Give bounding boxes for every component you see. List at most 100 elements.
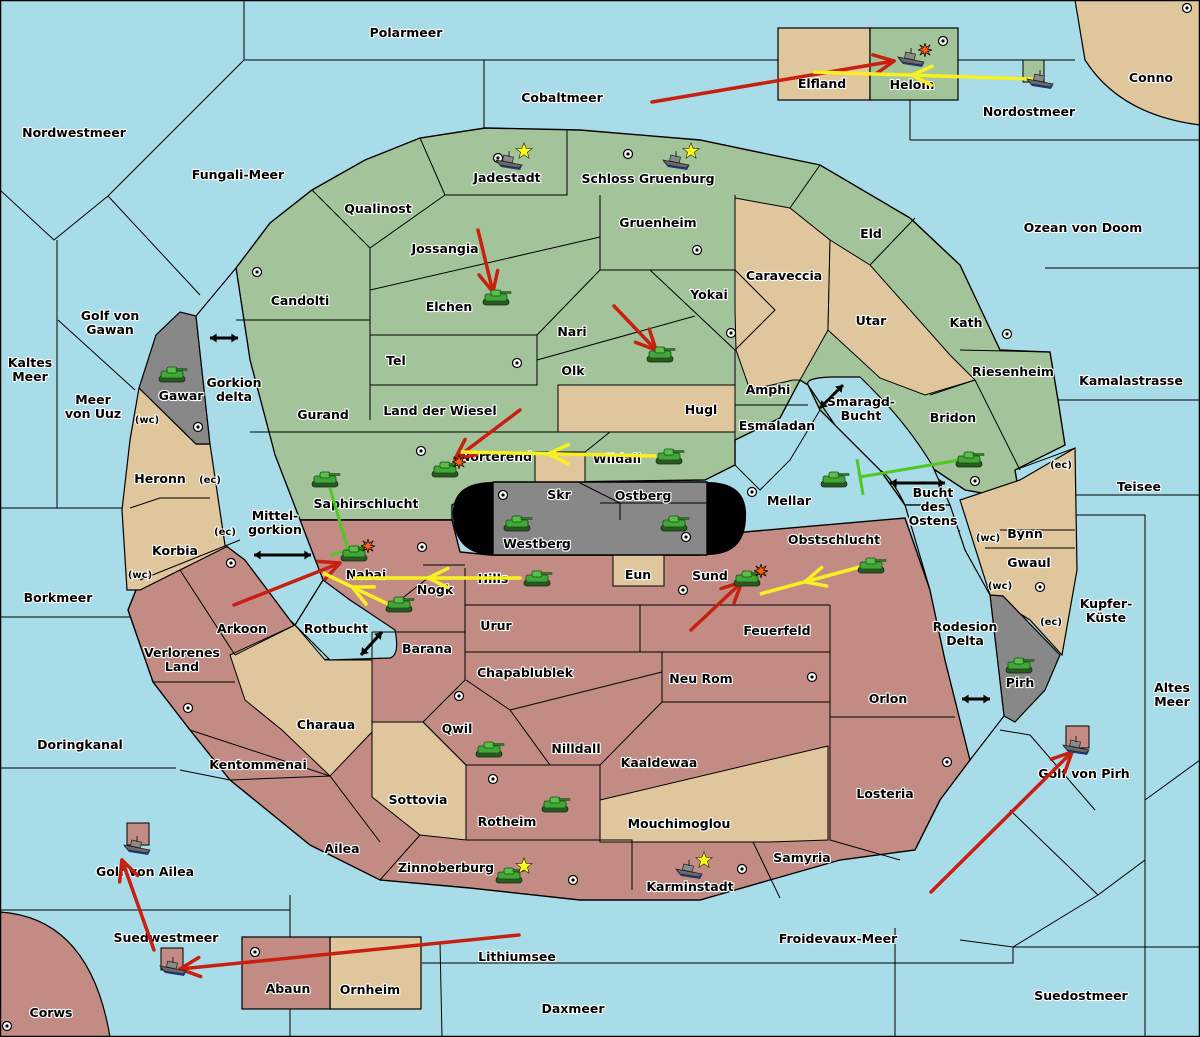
land-label-riesenheim[interactable]: Riesenheim bbox=[971, 363, 1055, 380]
region-utar[interactable] bbox=[827, 239, 976, 396]
land-label-barana[interactable]: Barana bbox=[401, 640, 453, 657]
land-label-bridon[interactable]: Bridon bbox=[929, 409, 978, 426]
land-label-mellar[interactable]: Mellar bbox=[766, 492, 813, 509]
land-label-sottovia[interactable]: Sottovia bbox=[387, 791, 448, 808]
land-label-sund[interactable]: Sund bbox=[691, 567, 729, 584]
land-label-gawar[interactable]: Gawar bbox=[157, 387, 205, 404]
land-label-mouchimoglou[interactable]: Mouchimoglou bbox=[626, 815, 731, 832]
dislodged-burst-icon bbox=[918, 43, 932, 57]
sea-label-lithiumsee[interactable]: Lithiumsee bbox=[477, 948, 557, 965]
sea-label-cobaltmeer[interactable]: Cobaltmeer bbox=[520, 89, 605, 106]
land-label-tel[interactable]: Tel bbox=[385, 352, 407, 369]
land-label-qualinost[interactable]: Qualinost bbox=[343, 200, 413, 217]
land-label-skr[interactable]: Skr bbox=[546, 486, 573, 503]
sea-label-ozean-von-doom[interactable]: Ozean von Doom bbox=[1023, 219, 1144, 236]
region-caraveccia[interactable] bbox=[734, 197, 831, 391]
land-label-korbia[interactable]: Korbia bbox=[151, 542, 199, 559]
land-label-kath[interactable]: Kath bbox=[948, 314, 983, 331]
land-label-bynn[interactable]: Bynn bbox=[1006, 525, 1044, 542]
land-label-saphirschlucht[interactable]: Saphirschlucht bbox=[312, 495, 419, 512]
land-label-kaaldewaa[interactable]: Kaaldewaa bbox=[620, 754, 699, 771]
land-label-heronn[interactable]: Heronn bbox=[133, 470, 187, 487]
land-label-ornheim[interactable]: Ornheim bbox=[339, 981, 402, 998]
land-label-nari[interactable]: Nari bbox=[556, 323, 588, 340]
land-label-orlon[interactable]: Orlon bbox=[868, 690, 909, 707]
land-label-land-der-wiesel[interactable]: Land der Wiesel bbox=[382, 402, 497, 419]
land-label-jadestadt[interactable]: Jadestadt bbox=[471, 169, 542, 186]
land-label-elchen[interactable]: Elchen bbox=[425, 298, 474, 315]
land-label-ostberg[interactable]: Ostberg bbox=[614, 487, 673, 504]
land-label-neu-rom[interactable]: Neu Rom bbox=[668, 670, 734, 687]
sea-label-suedwestmeer[interactable]: Suedwestmeer bbox=[112, 929, 220, 946]
sea-label-nordostmeer[interactable]: Nordostmeer bbox=[982, 103, 1077, 120]
sea-label-daxmeer[interactable]: Daxmeer bbox=[540, 1000, 606, 1017]
land-label-ailea[interactable]: Ailea bbox=[323, 840, 360, 857]
sea-label-polarmeer[interactable]: Polarmeer bbox=[369, 24, 445, 41]
sea-label-smaragd-bucht[interactable]: Smaragd-Bucht bbox=[826, 393, 896, 424]
land-label-corws[interactable]: Corws bbox=[28, 1004, 73, 1021]
sea-label-nordwestmeer[interactable]: Nordwestmeer bbox=[21, 124, 128, 141]
land-label-esmaladan[interactable]: Esmaladan bbox=[738, 417, 817, 434]
sea-label-rotbucht[interactable]: Rotbucht bbox=[303, 620, 370, 637]
land-label-utar[interactable]: Utar bbox=[855, 312, 889, 329]
sea-label-doringkanal[interactable]: Doringkanal bbox=[36, 736, 124, 753]
region-corws[interactable] bbox=[0, 911, 111, 1037]
land-label-yokai[interactable]: Yokai bbox=[688, 286, 729, 303]
sea-label-suedostmeer[interactable]: Suedostmeer bbox=[1033, 987, 1130, 1004]
land-label-losteria[interactable]: Losteria bbox=[855, 785, 915, 802]
land-label-urur[interactable]: Urur bbox=[479, 617, 513, 634]
land-label-eld[interactable]: Eld bbox=[859, 225, 883, 242]
orders bbox=[117, 53, 1074, 979]
sea-label-borkmeer[interactable]: Borkmeer bbox=[23, 589, 95, 606]
land-label-rotheim[interactable]: Rotheim bbox=[476, 813, 537, 830]
sea-label-kupfer-kueste[interactable]: Kupfer-Küste bbox=[1079, 595, 1134, 626]
land-label-nogk[interactable]: Nogk bbox=[416, 581, 455, 598]
sea-label-golf-von-ailea[interactable]: Golf von Ailea bbox=[95, 863, 195, 880]
sea-label-golf-von-pirh[interactable]: Golf von Pirh bbox=[1037, 765, 1131, 782]
land-label-obstschlucht[interactable]: Obstschlucht bbox=[787, 531, 881, 548]
land-label-samyria[interactable]: Samyria bbox=[772, 849, 832, 866]
land-label-gwaul[interactable]: Gwaul bbox=[1006, 554, 1052, 571]
land-label-abaun[interactable]: Abaun bbox=[264, 980, 311, 997]
land-label-jossangia[interactable]: Jossangia bbox=[409, 240, 479, 257]
sea-label-fungali-meer[interactable]: Fungali-Meer bbox=[191, 166, 286, 183]
land-label-elfland[interactable]: Elfland bbox=[797, 75, 848, 92]
land-label-caraveccia[interactable]: Caraveccia bbox=[745, 267, 824, 284]
land-label-gruenheim[interactable]: Gruenheim bbox=[618, 214, 698, 231]
sea-label-froidevaux-meer[interactable]: Froidevaux-Meer bbox=[778, 930, 900, 947]
land-label-gurand[interactable]: Gurand bbox=[296, 406, 350, 423]
sea-label-kamalastrasse[interactable]: Kamalastrasse bbox=[1078, 372, 1184, 389]
land-label-westberg[interactable]: Westberg bbox=[502, 535, 572, 552]
land-label-arkoon[interactable]: Arkoon bbox=[216, 620, 268, 637]
land-label-olk[interactable]: Olk bbox=[560, 362, 586, 379]
land-label-pirh[interactable]: Pirh bbox=[1005, 674, 1036, 691]
land-label-kentommenai[interactable]: Kentommenai bbox=[208, 756, 308, 773]
land-label-amphi[interactable]: Amphi bbox=[744, 381, 791, 398]
land-label-charaua[interactable]: Charaua bbox=[296, 716, 357, 733]
sea-label-teisee[interactable]: Teisee bbox=[1116, 478, 1162, 495]
land-label-karminstadt[interactable]: Karminstadt bbox=[645, 878, 734, 895]
land-label-schloss-gruenburg[interactable]: Schloss Gruenburg bbox=[580, 170, 715, 187]
land-label-conno[interactable]: Conno bbox=[1128, 69, 1175, 86]
coast-marker: (wc) bbox=[128, 570, 152, 581]
land-label-qwil[interactable]: Qwil bbox=[441, 720, 474, 737]
land-label-nilldall[interactable]: Nilldall bbox=[550, 740, 601, 757]
land-label-feuerfeld[interactable]: Feuerfeld bbox=[742, 622, 811, 639]
land-label-zinnoberburg[interactable]: Zinnoberburg bbox=[397, 859, 495, 876]
land-label-hugl[interactable]: Hugl bbox=[684, 401, 719, 418]
region-hugl[interactable] bbox=[557, 384, 736, 433]
sea-label-mittelgorkion[interactable]: Mittel-gorkion bbox=[247, 507, 303, 538]
region-mittelgorkion bbox=[195, 266, 324, 626]
land-label-candolti[interactable]: Candolti bbox=[270, 292, 331, 309]
land-label-chapablublek[interactable]: Chapablublek bbox=[476, 664, 575, 681]
land-label-eun[interactable]: Eun bbox=[624, 566, 653, 583]
